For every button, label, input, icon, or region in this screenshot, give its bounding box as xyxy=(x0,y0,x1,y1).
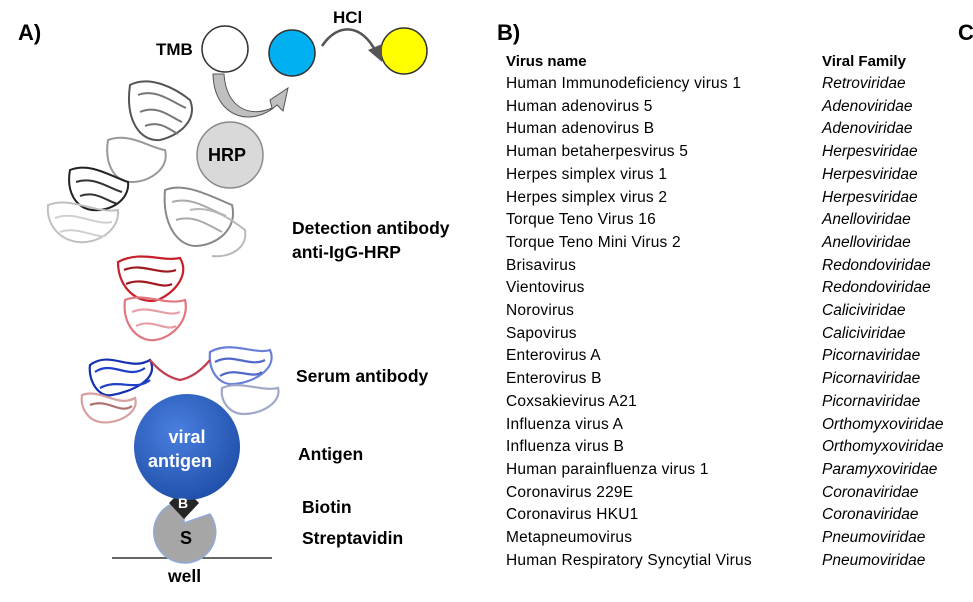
red-fab xyxy=(116,255,187,342)
hcl-label: HCl xyxy=(333,8,363,27)
well-label: well xyxy=(168,566,202,586)
viral-family-cell: Pneumoviridae xyxy=(822,529,926,546)
streptavidin-letter: S xyxy=(180,528,193,548)
virus-name-cell: Coronavirus 229E xyxy=(506,483,634,501)
virus-name-cell: Influenza virus B xyxy=(506,438,624,456)
antigen-circle xyxy=(134,394,240,500)
hcl-arrowhead xyxy=(368,44,382,62)
virus-name-cell: Herpes simplex virus 1 xyxy=(506,165,668,183)
virus-name-cell: Norovirus xyxy=(506,302,575,319)
reaction-arrow xyxy=(212,73,289,118)
tmb-white-circle xyxy=(201,25,249,73)
virus-name-cell: Human betaherpesvirus 5 xyxy=(506,143,689,161)
viral-family-cell: Adenoviridae xyxy=(822,120,913,138)
viral-family-cell: Picornaviridae xyxy=(822,392,921,410)
elisa-diagram xyxy=(46,25,428,564)
viral-text-2: antigen xyxy=(148,451,213,471)
serum-antibody xyxy=(80,346,280,424)
viral-family-cell: Anelloviridae xyxy=(822,233,911,251)
serum-label: Serum antibody xyxy=(296,366,429,386)
viral-family-cell: Anelloviridae xyxy=(822,211,911,229)
biotin-label: Biotin xyxy=(302,497,352,517)
viral-family-cell: Herpesviridae xyxy=(822,188,918,206)
panel-label-b: B) xyxy=(497,20,521,45)
tmb-blue-circle xyxy=(268,29,316,77)
hcl-arrow xyxy=(320,28,378,53)
virus-name-cell: Vientovirus xyxy=(506,279,585,297)
virus-name-cell: Sapovirus xyxy=(506,324,577,342)
virus-name-cell: Torque Teno Mini Virus 2 xyxy=(506,233,681,251)
virus-name-cell: Influenza virus A xyxy=(506,415,624,433)
biotin-letter: B xyxy=(178,495,189,511)
virus-name-cell: Coxsakievirus A21 xyxy=(506,392,637,410)
streptavidin-label: Streptavidin xyxy=(302,528,404,548)
viral-family-cell: Pneumoviridae xyxy=(822,551,926,569)
viral-text-1: viral xyxy=(168,427,206,447)
hrp-label: HRP xyxy=(208,145,247,165)
yellow-circle xyxy=(380,27,428,75)
viral-family-cell: Orthomyxoviridae xyxy=(822,438,944,456)
viral-family-cell: Caliciviridae xyxy=(822,302,906,319)
virus-name-cell: Metapneumovirus xyxy=(506,529,633,546)
virus-name-cell: Torque Teno Virus 16 xyxy=(506,211,656,229)
viral-family-cell: Redondoviridae xyxy=(822,256,931,274)
viral-family-cell: Caliciviridae xyxy=(822,324,906,342)
viral-family-cell: Picornaviridae xyxy=(822,370,921,388)
virus-name-cell: Human parainfluenza virus 1 xyxy=(506,460,709,478)
virus-name-cell: Human adenovirus B xyxy=(506,120,655,138)
tmb-label: TMB xyxy=(156,40,193,59)
virus-name-cell: Enterovirus B xyxy=(506,370,602,388)
viral-family-cell: Herpesviridae xyxy=(822,143,918,161)
detection-label-1: Detection antibody xyxy=(292,218,450,238)
viral-family-cell: Orthomyxoviridae xyxy=(822,415,944,433)
viral-family-cell: Herpesviridae xyxy=(822,165,918,183)
virus-name-cell: Human Respiratory Syncytial Virus xyxy=(506,551,752,569)
antigen-label: Antigen xyxy=(298,444,364,464)
detection-antibody xyxy=(46,80,247,258)
virus-name-cell: Herpes simplex virus 2 xyxy=(506,188,668,206)
panel-label-c: C xyxy=(958,20,973,45)
virus-name-cell: Human Immunodeficiency virus 1 xyxy=(506,75,742,92)
virus-name-cell: Enterovirus A xyxy=(506,347,601,365)
viral-family-cell: Picornaviridae xyxy=(822,347,921,365)
hrp-circle xyxy=(196,121,264,189)
virus-name-cell: Coronavirus HKU1 xyxy=(506,506,639,524)
viral-family-cell: Adenoviridae xyxy=(822,97,913,115)
virus-name-cell: Brisavirus xyxy=(506,256,577,274)
header-virus-name: Virus name xyxy=(506,53,587,70)
virus-name-cell: Human adenovirus 5 xyxy=(506,97,653,115)
viral-family-cell: Coronaviridae xyxy=(822,483,919,501)
viral-family-cell: Redondoviridae xyxy=(822,279,931,297)
viral-family-cell: Retroviridae xyxy=(822,75,906,92)
streptavidin-shape xyxy=(153,500,217,564)
viral-family-cell: Coronaviridae xyxy=(822,506,919,524)
panel-label-a: A) xyxy=(18,20,42,45)
header-viral-family: Viral Family xyxy=(822,53,906,70)
viral-family-cell: Paramyxoviridae xyxy=(822,460,938,478)
detection-label-2: anti-IgG-HRP xyxy=(292,242,401,262)
